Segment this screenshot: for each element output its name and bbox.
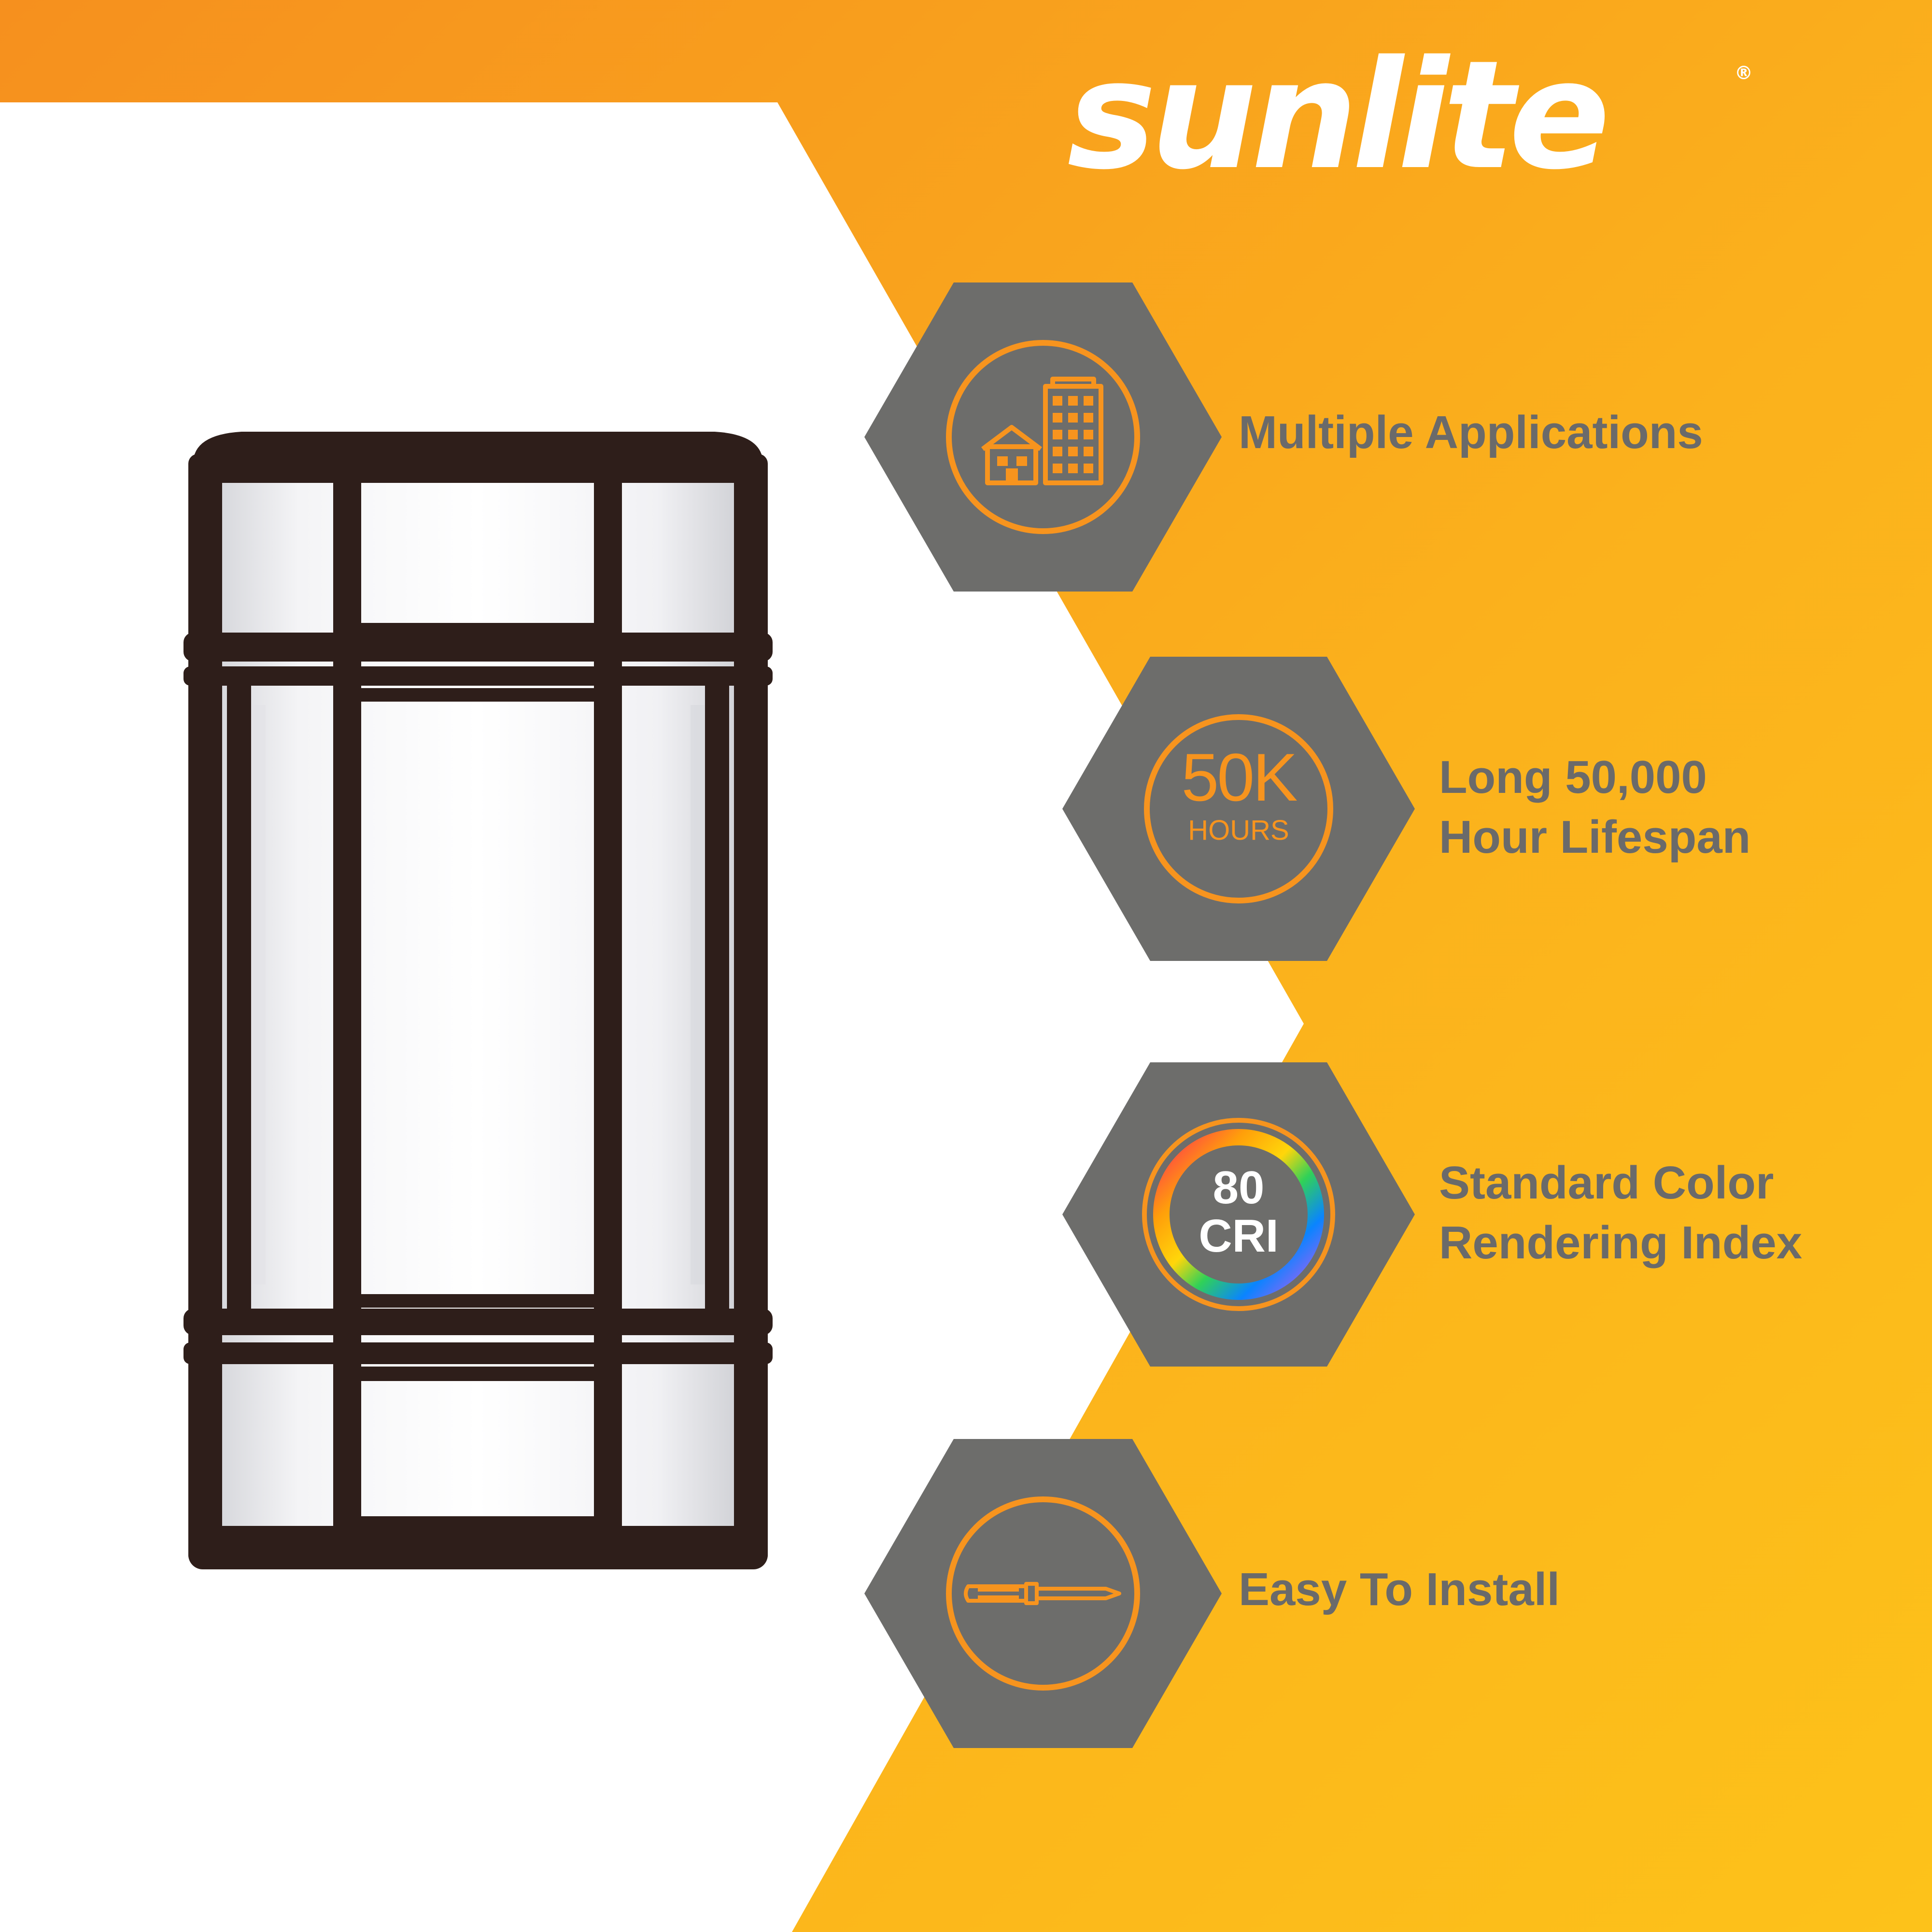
feature-hexagon-4 xyxy=(864,1439,1222,1748)
cri-80-label: 80 xyxy=(1213,1162,1265,1213)
feature-text-cri-line1: Standard Color xyxy=(1439,1157,1774,1209)
feature-hexagon-1 xyxy=(864,282,1222,592)
registered-mark: ® xyxy=(1735,62,1753,84)
feature-text-multiple-applications: Multiple Applications xyxy=(1239,407,1703,458)
cri-label: CRI xyxy=(1199,1210,1279,1262)
feature-text-cri-line2: Rendering Index xyxy=(1439,1217,1803,1269)
feature-text-easy-install: Easy To Install xyxy=(1239,1564,1560,1615)
color-wheel-ring xyxy=(1153,1129,1324,1300)
feature-text-lifespan-line1: Long 50,000 xyxy=(1439,751,1707,803)
wall-sconce-image xyxy=(183,432,773,1569)
feature-hexagon-3 xyxy=(1062,1062,1415,1367)
buildings-icon xyxy=(981,377,1103,485)
sunlite-logo: sunlite ® xyxy=(1067,41,1753,191)
feature-hexagon-2 xyxy=(1062,657,1415,961)
lifespan-50k-label: 50K xyxy=(1181,739,1297,815)
feature-text-lifespan-line2: Hour Lifespan xyxy=(1439,811,1751,863)
brand-name: sunlite xyxy=(1067,28,1610,203)
lifespan-hours-label: HOURS xyxy=(1188,815,1289,846)
screwdriver-icon xyxy=(964,1582,1121,1605)
